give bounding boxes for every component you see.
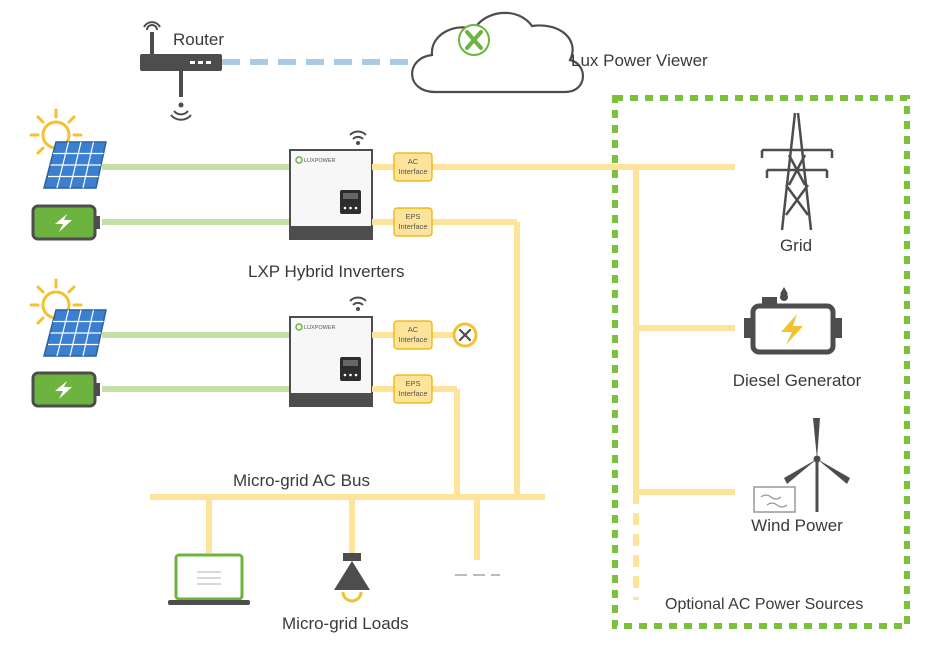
eps-interface-tag: EPS Interface: [393, 374, 433, 404]
loads-label: Micro-grid Loads: [282, 614, 409, 633]
inverter-unit: [289, 149, 373, 240]
ac-wiring: [150, 164, 735, 560]
diesel-generator-icon: [744, 287, 842, 355]
optional-sources-border: [612, 95, 910, 629]
generator-label: Diesel Generator: [733, 371, 862, 390]
grid-tower-icon: [760, 112, 834, 231]
svg-text:Interface: Interface: [398, 335, 427, 344]
wifi-icon: [349, 130, 367, 145]
bus-label: Micro-grid AC Bus: [233, 471, 370, 490]
ac-interface-tag: AC Interface: [393, 152, 433, 182]
svg-text:AC: AC: [408, 157, 419, 166]
svg-text:EPS: EPS: [405, 212, 420, 221]
svg-text:Interface: Interface: [398, 167, 427, 176]
inverters-group-label: LXP Hybrid Inverters: [248, 262, 405, 281]
wind-label: Wind Power: [751, 516, 843, 535]
optional-sources-label: Optional AC Power Sources: [665, 596, 863, 613]
svg-text:Interface: Interface: [398, 222, 427, 231]
inverter-brand: LUXPOWER: [304, 325, 336, 331]
svg-text:Interface: Interface: [398, 389, 427, 398]
inverter-brand: LUXPOWER: [304, 158, 336, 164]
eps-interface-tag: EPS Interface: [393, 207, 433, 237]
luxpower-logo-icon: [458, 24, 490, 56]
svg-text:EPS: EPS: [405, 379, 420, 388]
ac-interface-tag: AC Interface: [393, 320, 433, 350]
disconnect-x-icon: [452, 322, 478, 348]
inverter-unit: [289, 316, 373, 407]
router-icon: [140, 21, 222, 121]
solar-panel-icon: [43, 141, 107, 189]
lamp-icon: [334, 553, 370, 603]
svg-text:AC: AC: [408, 325, 419, 334]
grid-label: Grid: [780, 236, 812, 255]
solar-panel-icon: [43, 309, 107, 357]
cloud-label: Lux Power Viewer: [571, 51, 708, 70]
laptop-icon: [168, 553, 250, 605]
wifi-icon: [349, 296, 367, 311]
battery-icon: [31, 204, 100, 241]
dc-wiring: [102, 164, 290, 392]
cloud-icon: [411, 11, 584, 94]
router-label: Router: [173, 30, 224, 49]
wind-turbine-icon: [753, 418, 850, 513]
battery-icon: [31, 371, 100, 408]
